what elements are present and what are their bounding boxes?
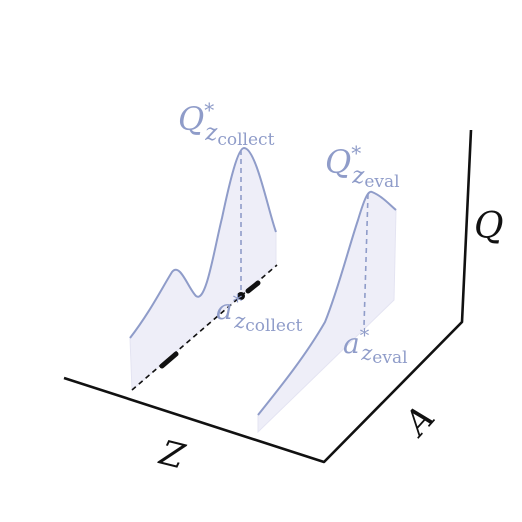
a-axis-label: A: [395, 398, 443, 445]
a-collect-label: a*zcollect: [216, 291, 302, 336]
a-eval-label: a*zeval: [343, 325, 408, 368]
q-eval-label: Q*zeval: [325, 141, 400, 192]
collect-curve: [129, 146, 277, 339]
collect-action-segment-lower: [159, 351, 179, 369]
collect-curve-fill: [129, 147, 277, 392]
collect-baseline: [131, 264, 278, 391]
eval-curve: [257, 190, 397, 416]
eval-curve-fill: [257, 191, 397, 434]
axis-frame: [63, 129, 473, 464]
collect-action-segment-upper: [245, 280, 261, 294]
q-axis-label: Q: [474, 206, 504, 247]
collect-argmax-point: [237, 292, 245, 300]
q-collect-label: Q*zcollect: [178, 98, 275, 150]
z-axis-label: Z: [155, 433, 190, 478]
eval-argmax-line: [363, 193, 369, 327]
